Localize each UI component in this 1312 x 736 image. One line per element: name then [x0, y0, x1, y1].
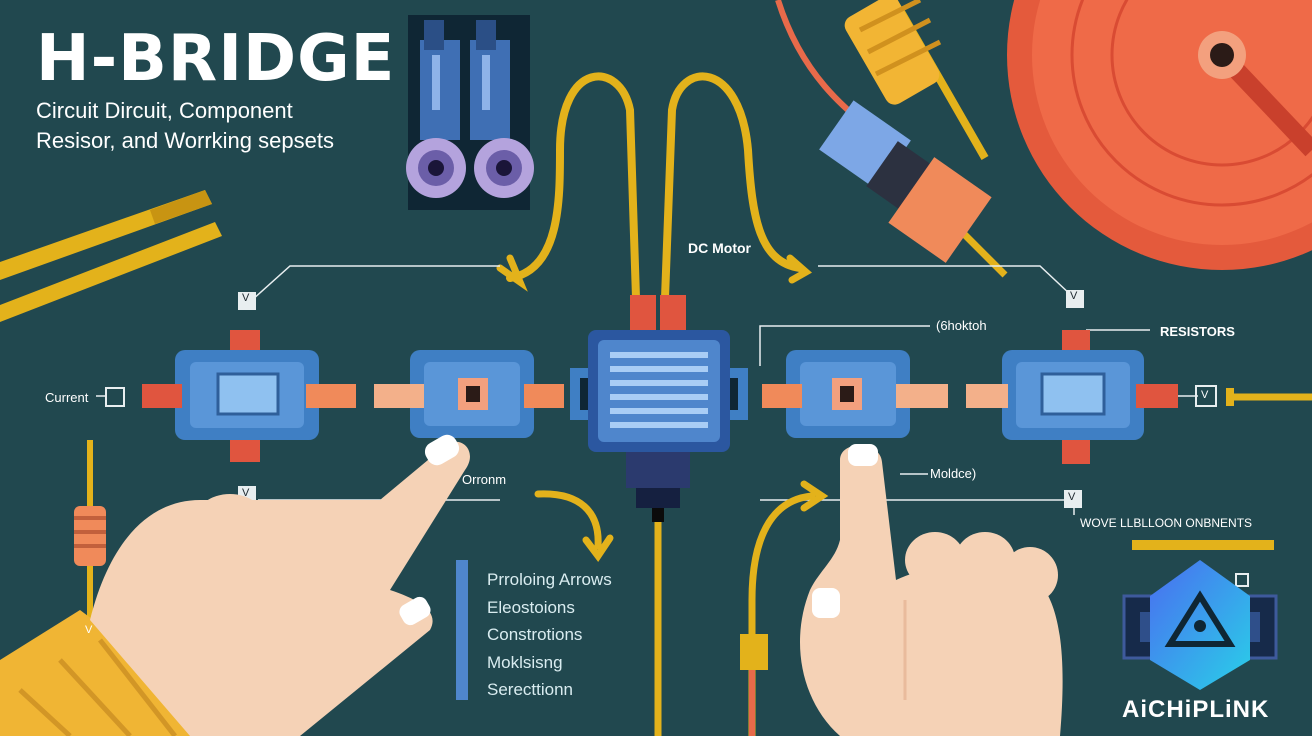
motor-wires	[496, 72, 813, 302]
motor-driver-block	[570, 295, 748, 736]
flow-arrows	[534, 480, 829, 736]
v-mark-4: V	[1068, 491, 1076, 503]
orronm-label: Orronm	[462, 472, 507, 487]
v-mark-5: V	[1201, 389, 1209, 401]
fuse-block	[740, 634, 768, 670]
h-bridge-chip-right-inner	[762, 350, 948, 438]
resistors-label: RESISTORS	[1160, 324, 1235, 339]
h-bridge-chip-left-outer	[105, 292, 356, 504]
list-item: Moklsisng	[487, 652, 563, 672]
transistor-module	[406, 15, 534, 210]
list-accent-bar	[456, 560, 468, 700]
brand-logo-icon	[1122, 560, 1278, 690]
v-mark-1: V	[242, 292, 250, 304]
components-label: WOVE LLBLLOON ONBNENTS	[1080, 516, 1253, 530]
probe-bars	[0, 190, 222, 322]
v-mark-2: V	[1070, 290, 1078, 302]
list-item: Constrotions	[487, 625, 583, 644]
right-hand	[800, 444, 1063, 736]
v-mark-3: V	[242, 487, 250, 499]
probe-connector	[819, 100, 1008, 278]
moldce-label: Moldce)	[930, 466, 977, 481]
list-item: Prroloing Arrows	[487, 570, 612, 589]
subtitle-line-2: Resisor, and Worrking sepsets	[36, 128, 334, 153]
speaker-disc	[1007, 0, 1312, 270]
page-title: H-BRIDGE	[36, 22, 396, 96]
dc-motor-label: DC Motor	[688, 240, 751, 256]
list-item: Eleostoions	[487, 597, 575, 617]
feature-list: Prroloing Arrows Eleostoions Constrotion…	[487, 566, 612, 704]
gnoktoh-label: (6hoktoh	[936, 318, 987, 333]
resistor-top	[844, 0, 989, 160]
current-label: Current	[45, 390, 89, 405]
h-bridge-chip-right-outer	[966, 290, 1312, 508]
list-item: Serecttionn	[487, 680, 573, 699]
label-bar	[1132, 540, 1274, 550]
h-bridge-chip-left-inner	[374, 350, 564, 438]
v-mark-6: V	[85, 624, 93, 636]
left-hand	[0, 434, 470, 736]
v-marker-box	[1235, 573, 1249, 587]
brand-name: AiCHiPLiNK	[1122, 696, 1270, 723]
subtitle-line-1: Circuit Dircuit, Component	[36, 98, 293, 123]
